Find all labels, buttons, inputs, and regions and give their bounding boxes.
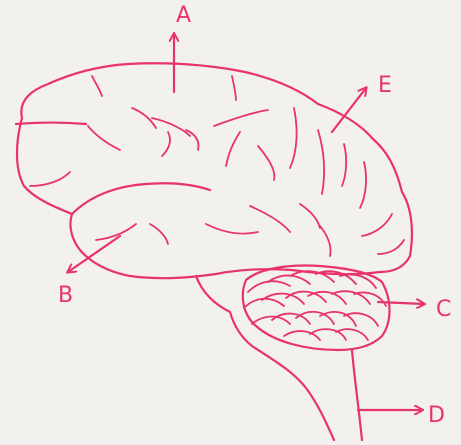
- frontal-sulcus-7: [30, 172, 70, 186]
- frontal-sulcus-1: [16, 123, 86, 125]
- parietal-sulcus-3: [258, 146, 274, 180]
- label-C: C: [436, 297, 451, 322]
- frontal-sulcus-8: [92, 76, 102, 96]
- label-B: B: [58, 283, 73, 308]
- frontal-sulcus-4: [152, 118, 190, 136]
- temporal-sulcus-2: [250, 206, 290, 232]
- parietal-sulcus-2: [226, 132, 240, 166]
- temporal-sulcus-1: [206, 224, 258, 234]
- label-D: D: [428, 403, 445, 428]
- parietal-sulcus-1: [214, 110, 268, 126]
- temporal-sulcus-5: [300, 204, 320, 228]
- occipital-sulcus-1: [290, 108, 297, 168]
- brainstem-outline: [196, 276, 334, 440]
- occipital-sulcus-3: [342, 144, 346, 186]
- cerebrum-outline: [17, 63, 412, 278]
- frontal-sulcus-5: [162, 132, 170, 156]
- occipital-sulcus-6: [378, 240, 404, 254]
- occipital-sulcus-4: [360, 162, 366, 208]
- lateral-sulcus: [72, 183, 210, 214]
- pointer-B: [68, 236, 120, 272]
- label-E: E: [378, 73, 392, 98]
- parietal-sulcus-4: [232, 76, 236, 100]
- occipital-sulcus-7: [320, 226, 331, 256]
- cerebellum-folia: [244, 271, 386, 340]
- frontal-sulcus-2: [88, 126, 120, 150]
- temporal-sulcus-4: [150, 224, 168, 244]
- pointer-E: [332, 88, 366, 132]
- spinal-cord-right-edge: [352, 350, 362, 440]
- occipital-sulcus-5: [362, 214, 392, 236]
- occipital-sulcus-2: [318, 130, 324, 194]
- label-A: A: [176, 3, 191, 28]
